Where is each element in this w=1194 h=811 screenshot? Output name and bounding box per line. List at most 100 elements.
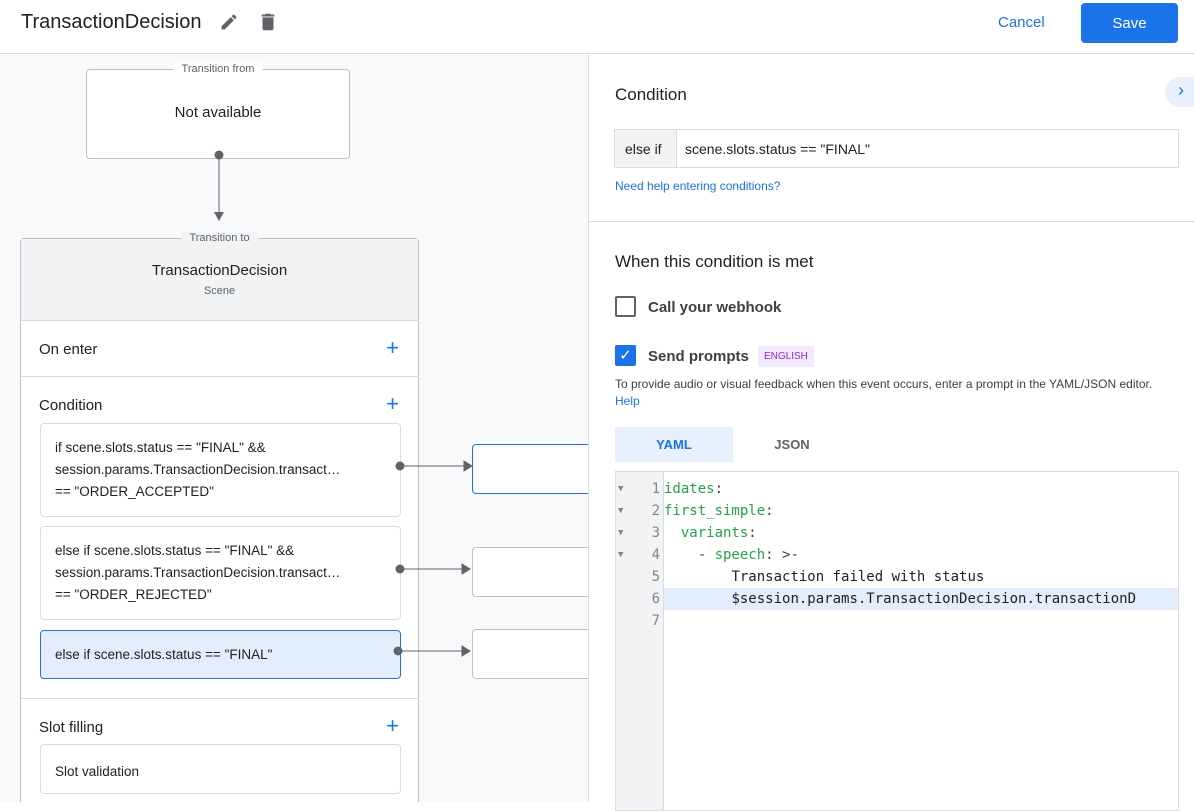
yaml-value: $session.params.TransactionDecision.tran…	[731, 591, 1137, 607]
code-line: 6 $session.params.TransactionDecision.tr…	[616, 588, 1178, 610]
fold-arrow-icon[interactable]: ▼	[618, 484, 624, 494]
yaml-key: variants	[680, 525, 749, 541]
fold-arrow-icon[interactable]: ▼	[618, 550, 624, 560]
condition-connectors	[393, 460, 473, 657]
line-number: 7	[651, 613, 660, 629]
code-indent	[664, 569, 731, 585]
fold-arrow-icon[interactable]: ▼	[618, 528, 624, 538]
save-button[interactable]: Save	[1081, 3, 1178, 43]
line-number: 1	[651, 481, 660, 497]
condition-line: else if scene.slots.status == "FINAL"	[55, 647, 273, 662]
fold-arrow-icon[interactable]: ▼	[618, 506, 624, 516]
transition-from-value: Not available	[174, 104, 262, 121]
webhook-label: Call your webhook	[648, 299, 782, 316]
condition-heading: Condition	[615, 85, 687, 104]
code-text: Transaction failed with status	[664, 566, 1178, 588]
condition-section: Condition +	[21, 376, 419, 698]
code-indent	[664, 525, 681, 541]
yaml-punct: :	[765, 503, 774, 519]
code-text: first_simple:	[664, 500, 1178, 522]
edit-icon[interactable]	[219, 12, 239, 32]
yaml-key: first_simple	[664, 503, 766, 519]
scene-type: Scene	[203, 285, 236, 297]
condition-line: session.params.TransactionDecision.trans…	[55, 565, 341, 580]
target-node[interactable]	[472, 444, 588, 494]
condition-item[interactable]: if scene.slots.status == "FINAL" && sess…	[40, 423, 401, 517]
line-number: 5	[651, 569, 660, 585]
send-prompts-label: Send prompts	[648, 348, 749, 365]
condition-prefix: else if	[615, 130, 677, 167]
code-text: variants:	[664, 522, 1178, 544]
yaml-punct: :	[748, 525, 757, 541]
connector-arrow	[214, 150, 224, 221]
condition-line: session.params.TransactionDecision.trans…	[55, 462, 341, 477]
transition-from-label: Transition from	[173, 63, 263, 75]
add-slot-icon[interactable]: +	[386, 713, 399, 738]
code-indent: -	[664, 547, 715, 563]
tab-yaml[interactable]: YAML	[615, 427, 733, 462]
line-number: 3	[651, 525, 660, 541]
flow-canvas: Transition from Not available Transition…	[0, 55, 588, 802]
code-text: $session.params.TransactionDecision.tran…	[664, 588, 1178, 610]
code-line: 7	[616, 610, 1178, 632]
description-text: To provide audio or visual feedback when…	[615, 377, 1153, 391]
delete-icon[interactable]	[257, 11, 279, 33]
target-node[interactable]	[472, 629, 588, 679]
tab-json[interactable]: JSON	[774, 437, 810, 452]
condition-panel: › Condition else if scene.slots.status =…	[588, 55, 1194, 811]
add-condition-icon[interactable]: +	[386, 391, 399, 416]
condition-item[interactable]: else if scene.slots.status == "FINAL" &&…	[40, 526, 401, 620]
help-link[interactable]: Help	[615, 394, 640, 408]
yaml-punct: :	[714, 481, 724, 497]
line-number: 4	[651, 547, 660, 563]
slot-validation-label: Slot validation	[55, 764, 140, 779]
webhook-checkbox[interactable]	[615, 296, 636, 317]
yaml-key: idates	[664, 481, 715, 497]
code-line: ▼ 3 variants:	[616, 522, 1178, 544]
code-text: - speech: >-	[664, 544, 1178, 566]
editor-gutter	[616, 472, 664, 810]
send-prompts-checkbox[interactable]: ✓	[615, 345, 636, 366]
yaml-value: Transaction failed with status	[731, 569, 985, 585]
condition-line: == "ORDER_ACCEPTED"	[55, 484, 214, 499]
yaml-punct: : >-	[765, 547, 799, 563]
language-badge: ENGLISH	[758, 346, 814, 367]
code-indent	[664, 591, 731, 607]
condition-input[interactable]: scene.slots.status == "FINAL"	[685, 141, 871, 157]
yaml-key: speech	[714, 547, 766, 563]
collapse-panel-chevron-icon[interactable]: ›	[1165, 77, 1194, 107]
condition-help-link[interactable]: Need help entering conditions?	[615, 179, 781, 193]
code-text	[664, 610, 1178, 632]
transition-from-card: Transition from Not available	[86, 63, 350, 159]
divider	[589, 221, 1194, 222]
cancel-button[interactable]: Cancel	[998, 14, 1045, 31]
slot-filling-label: Slot filling	[39, 719, 104, 736]
code-line: ▼ 4 - speech: >-	[616, 544, 1178, 566]
condition-line: == "ORDER_REJECTED"	[55, 587, 212, 602]
condition-label: Condition	[39, 397, 103, 414]
on-enter-label: On enter	[39, 341, 98, 358]
scene-card-header: Transition to TransactionDecision Scene	[21, 232, 418, 320]
code-line: 5 Transaction failed with status	[616, 566, 1178, 588]
code-text: idates:	[664, 478, 1178, 500]
condition-line: else if scene.slots.status == "FINAL" &&	[55, 543, 295, 558]
line-number: 2	[651, 503, 660, 519]
condition-item-selected[interactable]: else if scene.slots.status == "FINAL"	[40, 630, 401, 679]
slot-filling-section: Slot filling +	[21, 698, 419, 802]
met-heading: When this condition is met	[615, 252, 814, 271]
line-number: 6	[651, 591, 660, 607]
transition-to-label: Transition to	[181, 232, 258, 244]
add-on-enter-icon[interactable]: +	[386, 335, 399, 360]
on-enter-section[interactable]: On enter +	[21, 320, 419, 376]
page-title: TransactionDecision	[21, 11, 202, 33]
condition-line: if scene.slots.status == "FINAL" &&	[55, 440, 266, 455]
target-node[interactable]	[472, 547, 588, 597]
condition-input-group: else if scene.slots.status == "FINAL"	[614, 129, 1179, 168]
slot-validation-item[interactable]: Slot validation	[40, 744, 401, 794]
scene-card: Transition to TransactionDecision Scene …	[20, 232, 419, 802]
scene-name: TransactionDecision	[151, 262, 288, 279]
top-bar: TransactionDecision Cancel Save	[0, 0, 1194, 54]
